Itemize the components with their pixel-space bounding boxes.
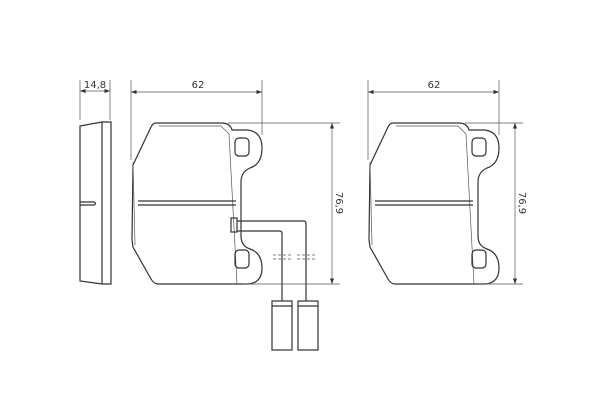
width-left-label: 62 — [192, 80, 205, 91]
height-right-label: 76,9 — [516, 192, 527, 214]
sensor-connector — [230, 217, 238, 233]
width-right-label: 62 — [428, 80, 441, 91]
dimension-height-left: 76,9 — [228, 122, 344, 285]
height-left-label: 76,9 — [333, 192, 344, 214]
pad-with-sensor — [131, 122, 319, 351]
thickness-label: 14,8 — [84, 80, 106, 91]
dimension-width-left: 62 — [130, 80, 263, 160]
dimension-thickness: 14,8 — [79, 80, 111, 120]
side-view — [79, 121, 112, 285]
dimension-width-right: 62 — [367, 80, 500, 160]
sensor-plug-1 — [271, 300, 293, 351]
dimension-height-right: 76,9 — [465, 122, 527, 285]
sensor-plug-2 — [297, 300, 319, 351]
pad-plain — [368, 122, 500, 285]
